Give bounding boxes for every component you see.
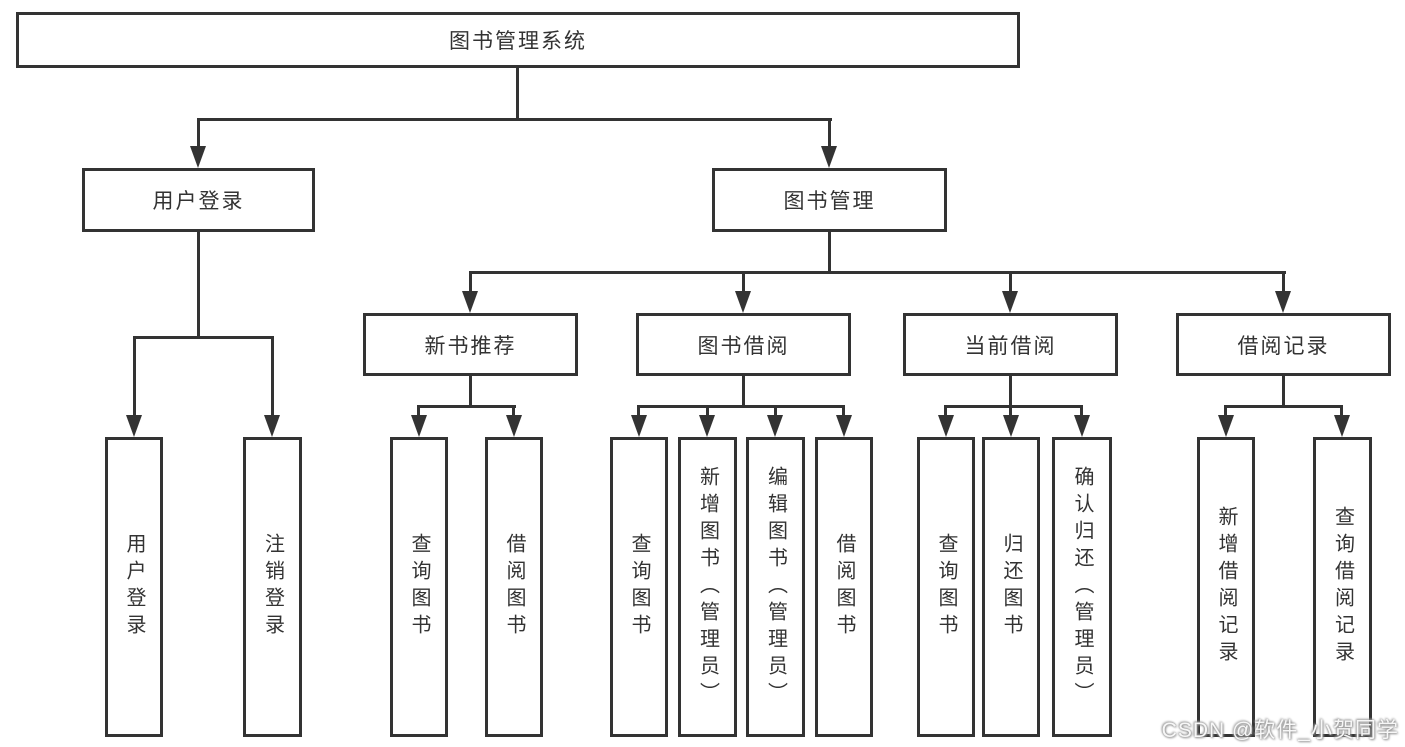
arrow-down-icon	[462, 291, 478, 313]
node-label: 借阅图书	[833, 533, 855, 641]
node-label: 查询图书	[935, 533, 957, 641]
connector-line	[774, 405, 777, 420]
connector-line	[944, 405, 1083, 408]
connector-line	[197, 118, 832, 121]
connector-line	[828, 118, 831, 150]
node-label: 查询借阅记录	[1331, 506, 1354, 668]
connector-line	[417, 405, 516, 408]
node-label: 新增借阅记录	[1215, 506, 1237, 668]
connector-line	[742, 376, 745, 408]
leaf-return-books: 归还图书	[982, 437, 1040, 737]
arrow-down-icon	[1003, 415, 1019, 437]
leaf-user-login: 用户登录	[105, 437, 163, 737]
connector-line	[516, 68, 519, 120]
arrow-down-icon	[1218, 415, 1234, 437]
node-label: 注销登录	[261, 533, 284, 641]
connector-line	[1009, 271, 1012, 295]
leaf-borrow-books: 借阅图书	[815, 437, 873, 737]
leaf-query-borrow-record: 查询借阅记录	[1313, 437, 1372, 737]
arrow-down-icon	[264, 415, 280, 437]
node-label: 借阅图书	[503, 533, 525, 641]
node-current-borrowing: 当前借阅	[903, 313, 1118, 376]
leaf-borrow-books-recommend: 借阅图书	[485, 437, 543, 737]
arrow-down-icon	[1002, 291, 1018, 313]
connector-line	[1224, 405, 1227, 420]
node-label: 查询图书	[408, 533, 430, 641]
arrow-down-icon	[1074, 415, 1090, 437]
node-book-borrowing: 图书借阅	[636, 313, 851, 376]
node-label: 新增图书（管理员）	[696, 465, 719, 709]
node-label: 确认归还（管理员）	[1071, 465, 1093, 709]
connector-line	[944, 405, 947, 420]
connector-line	[637, 405, 845, 408]
arrow-down-icon	[836, 415, 852, 437]
arrow-down-icon	[506, 415, 522, 437]
leaf-edit-book-admin: 编辑图书（管理员）	[746, 437, 805, 737]
node-label: 图书管理	[783, 190, 876, 213]
node-label: 新书推荐	[424, 334, 517, 358]
arrow-down-icon	[126, 415, 142, 437]
connector-line	[1282, 271, 1285, 295]
node-label: 图书借阅	[697, 334, 790, 358]
csdn-watermark: CSDN @软件_小贺同学	[1161, 719, 1399, 742]
connector-line	[469, 271, 472, 295]
connector-line	[271, 336, 274, 418]
connector-line	[637, 405, 640, 420]
connector-line	[1009, 405, 1012, 420]
arrow-down-icon	[411, 415, 427, 437]
node-label: 当前借阅	[964, 334, 1057, 358]
leaf-query-books-recommend: 查询图书	[390, 437, 448, 737]
leaf-add-book-admin: 新增图书（管理员）	[678, 437, 737, 737]
node-user-login: 用户登录	[82, 168, 315, 232]
arrow-down-icon	[190, 146, 206, 168]
node-book-management: 图书管理	[712, 168, 947, 232]
arrow-down-icon	[631, 415, 647, 437]
connector-line	[706, 405, 709, 420]
arrow-down-icon	[821, 146, 837, 168]
node-label: 图书管理系统	[449, 30, 587, 53]
leaf-add-borrow-record: 新增借阅记录	[1197, 437, 1255, 737]
connector-line	[1009, 376, 1012, 408]
arrow-down-icon	[767, 415, 783, 437]
node-label: 编辑图书（管理员）	[764, 465, 787, 709]
connector-line	[828, 232, 831, 274]
leaf-query-books-borrowing: 查询图书	[610, 437, 668, 737]
node-label: 归还图书	[1000, 533, 1022, 641]
connector-line	[417, 405, 420, 420]
connector-line	[512, 405, 515, 420]
node-label: 借阅记录	[1237, 334, 1330, 358]
arrow-down-icon	[699, 415, 715, 437]
connector-line	[469, 271, 1286, 274]
connector-line	[1282, 376, 1285, 408]
connector-line	[1340, 405, 1343, 420]
node-label: 用户登录	[152, 190, 245, 213]
connector-line	[469, 376, 472, 408]
leaf-logout: 注销登录	[243, 437, 302, 737]
connector-line	[1080, 405, 1083, 420]
node-label: 查询图书	[628, 533, 650, 641]
node-library-management-system: 图书管理系统	[16, 12, 1020, 68]
connector-line	[133, 336, 274, 339]
connector-line	[1224, 405, 1343, 408]
node-borrowing-records: 借阅记录	[1176, 313, 1391, 376]
leaf-query-books-current: 查询图书	[917, 437, 975, 737]
arrow-down-icon	[938, 415, 954, 437]
arrow-down-icon	[1334, 415, 1350, 437]
connector-line	[197, 232, 200, 339]
arrow-down-icon	[735, 291, 751, 313]
leaf-confirm-return-admin: 确认归还（管理员）	[1052, 437, 1112, 737]
connector-line	[742, 271, 745, 295]
arrow-down-icon	[1275, 291, 1291, 313]
connector-line	[133, 336, 136, 418]
connector-line	[197, 118, 200, 150]
node-label: 用户登录	[123, 533, 145, 641]
connector-line	[842, 405, 845, 420]
node-new-book-recommendation: 新书推荐	[363, 313, 578, 376]
